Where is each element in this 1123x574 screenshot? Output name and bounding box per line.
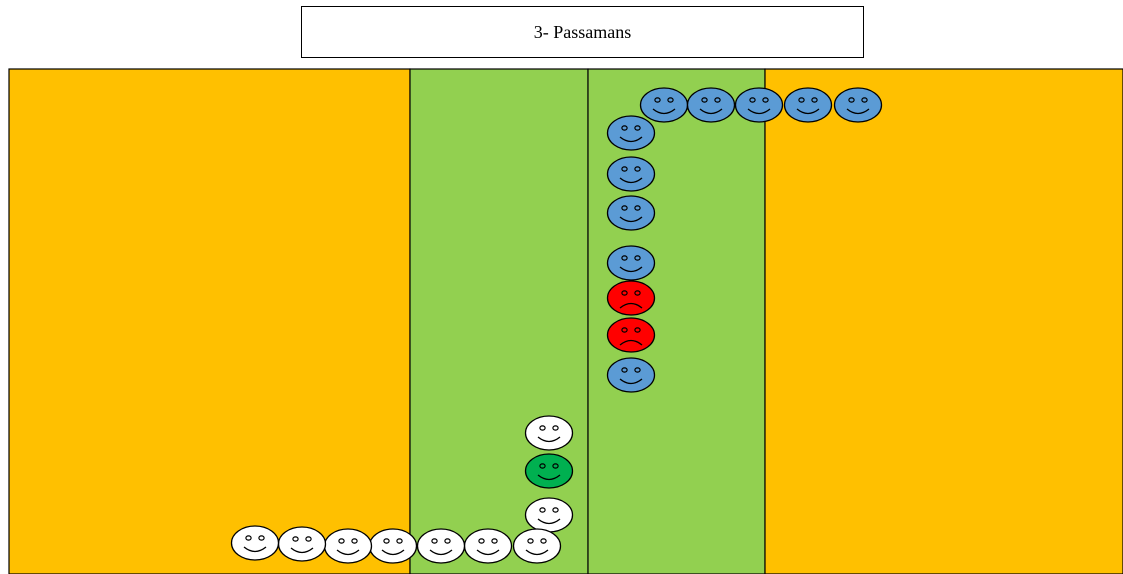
blue-player-smile-icon (606, 156, 656, 192)
white-player-smile-icon (230, 525, 280, 561)
blue-player-smile-icon (734, 87, 784, 123)
blue-player-smile-icon (606, 115, 656, 151)
white-player-smile-icon (524, 415, 574, 451)
blue-player-smile-icon (833, 87, 883, 123)
white-player-smile-icon (368, 528, 418, 564)
blue-player-smile-icon (606, 195, 656, 231)
blue-player-smile-icon (639, 87, 689, 123)
zone-orange-4 (764, 68, 1123, 574)
green-player-smile-icon (524, 453, 574, 489)
white-player-smile-icon (524, 497, 574, 533)
red-player-frown-icon (606, 317, 656, 353)
white-player-smile-icon (512, 528, 562, 564)
red-player-frown-icon (606, 280, 656, 316)
zone-orange-1 (8, 68, 411, 574)
zones-layer (8, 68, 1123, 574)
blue-player-smile-icon (783, 87, 833, 123)
blue-player-smile-icon (686, 87, 736, 123)
white-player-smile-icon (323, 528, 373, 564)
title-box: 3- Passamans (301, 6, 864, 58)
players-layer (230, 87, 883, 564)
title-text: 3- Passamans (533, 21, 632, 42)
white-player-smile-icon (463, 528, 513, 564)
blue-player-smile-icon (606, 245, 656, 281)
blue-player-smile-icon (606, 357, 656, 393)
zone-green-2 (409, 68, 589, 574)
white-player-smile-icon (416, 528, 466, 564)
white-player-smile-icon (277, 526, 327, 562)
